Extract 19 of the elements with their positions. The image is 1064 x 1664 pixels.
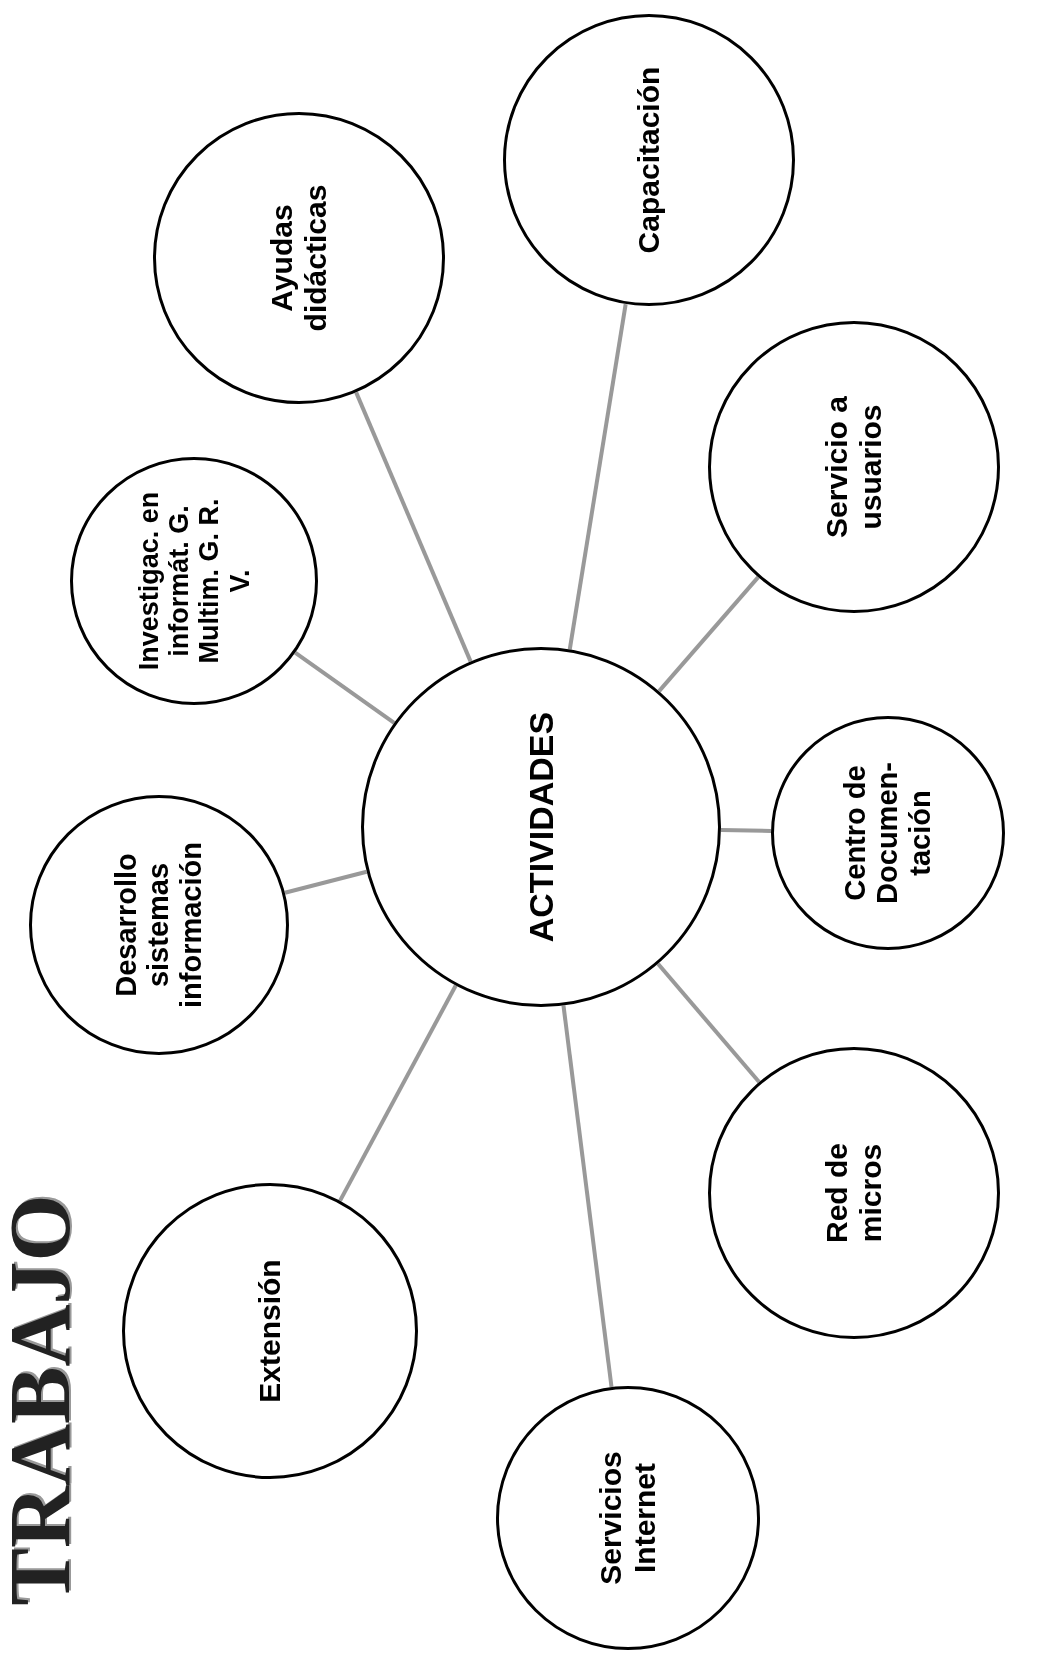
node-label: Servicios Internet: [594, 1450, 662, 1587]
connector-line: [338, 984, 458, 1202]
connector-line: [567, 303, 628, 650]
connector-line: [284, 869, 368, 895]
node-label: Capacitación: [632, 65, 666, 256]
connector-line: [354, 391, 473, 663]
node-label: Desarrollo sistemas información: [110, 841, 208, 1010]
connector-line: [657, 575, 760, 693]
node-label: Red de micros: [820, 1142, 888, 1245]
title: TRABAJO: [0, 1194, 89, 1606]
node-label: Servicio a usuarios: [820, 395, 888, 540]
node-label: ACTIVIDADES: [521, 710, 561, 945]
connector-line: [720, 828, 772, 833]
node-label: Ayudas didácticas: [265, 183, 333, 334]
node-label: Centro de Documen- tación: [839, 761, 937, 906]
node-label: Extensión: [253, 1258, 287, 1405]
connector-line: [656, 962, 761, 1084]
node-label: Investigac. en informát. G. Multim. G. R. V.: [133, 490, 255, 673]
connector-line: [294, 651, 396, 725]
